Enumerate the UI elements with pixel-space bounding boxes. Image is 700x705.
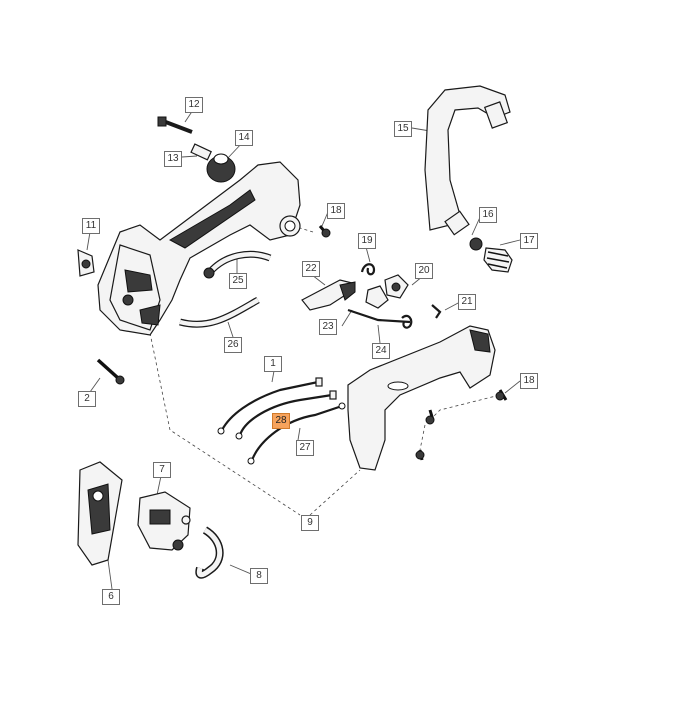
callout-26[interactable]: 26 — [224, 337, 242, 353]
callout-8[interactable]: 8 — [250, 568, 268, 584]
part-17-spring — [483, 247, 513, 273]
callout-17[interactable]: 17 — [520, 233, 538, 249]
part-27-cable — [247, 402, 346, 465]
part-22-trigger — [301, 279, 356, 311]
part-12-bolt — [157, 116, 193, 134]
part-16-bushing — [469, 237, 483, 251]
part-19-spring — [360, 263, 376, 276]
callout-14[interactable]: 14 — [235, 130, 253, 146]
callout-20[interactable]: 20 — [415, 263, 433, 279]
part-1-cable — [217, 377, 323, 435]
part-25-hose — [203, 250, 272, 279]
callout-9[interactable]: 9 — [301, 515, 319, 531]
rear-handle-housing — [97, 161, 301, 336]
callout-25[interactable]: 25 — [229, 273, 247, 289]
callout-27[interactable]: 27 — [296, 440, 314, 456]
callout-23[interactable]: 23 — [319, 319, 337, 335]
callout-13[interactable]: 13 — [164, 151, 182, 167]
lower-handle-housing — [347, 325, 496, 471]
part-21-clip — [431, 304, 442, 319]
part-7-carburetor — [137, 491, 191, 551]
callout-7[interactable]: 7 — [153, 462, 171, 478]
part-2-screw — [96, 358, 125, 385]
callout-15[interactable]: 15 — [394, 121, 412, 137]
callout-16[interactable]: 16 — [479, 207, 497, 223]
callout-1[interactable]: 1 — [264, 356, 282, 372]
callout-22[interactable]: 22 — [302, 261, 320, 277]
part-24-spring — [401, 314, 413, 329]
callout-18-lower[interactable]: 18 — [520, 373, 538, 389]
part-8-hose — [195, 526, 224, 579]
assembly-lines — [149, 227, 501, 516]
callout-21[interactable]: 21 — [458, 294, 476, 310]
callout-12[interactable]: 12 — [185, 97, 203, 113]
part-6-cover-panel — [77, 461, 123, 566]
callout-19[interactable]: 19 — [358, 233, 376, 249]
part-28-cable — [235, 390, 337, 440]
part-26-hose — [179, 296, 260, 328]
callout-24[interactable]: 24 — [372, 343, 390, 359]
part-18-screws-lower — [415, 389, 508, 461]
callout-11[interactable]: 11 — [82, 218, 100, 234]
part-11 — [77, 249, 95, 277]
callout-18-upper[interactable]: 18 — [327, 203, 345, 219]
part-15-front-handle — [424, 85, 511, 236]
callout-6[interactable]: 6 — [102, 589, 120, 605]
part-14-damper — [206, 153, 236, 183]
part-23-spring — [347, 308, 411, 324]
part-13-sleeve — [190, 143, 212, 161]
callout-2[interactable]: 2 — [78, 391, 96, 407]
callout-28-highlighted[interactable]: 28 — [272, 413, 290, 429]
part-20-lever-assembly — [365, 274, 409, 309]
part-18-screw-upper — [318, 225, 331, 238]
